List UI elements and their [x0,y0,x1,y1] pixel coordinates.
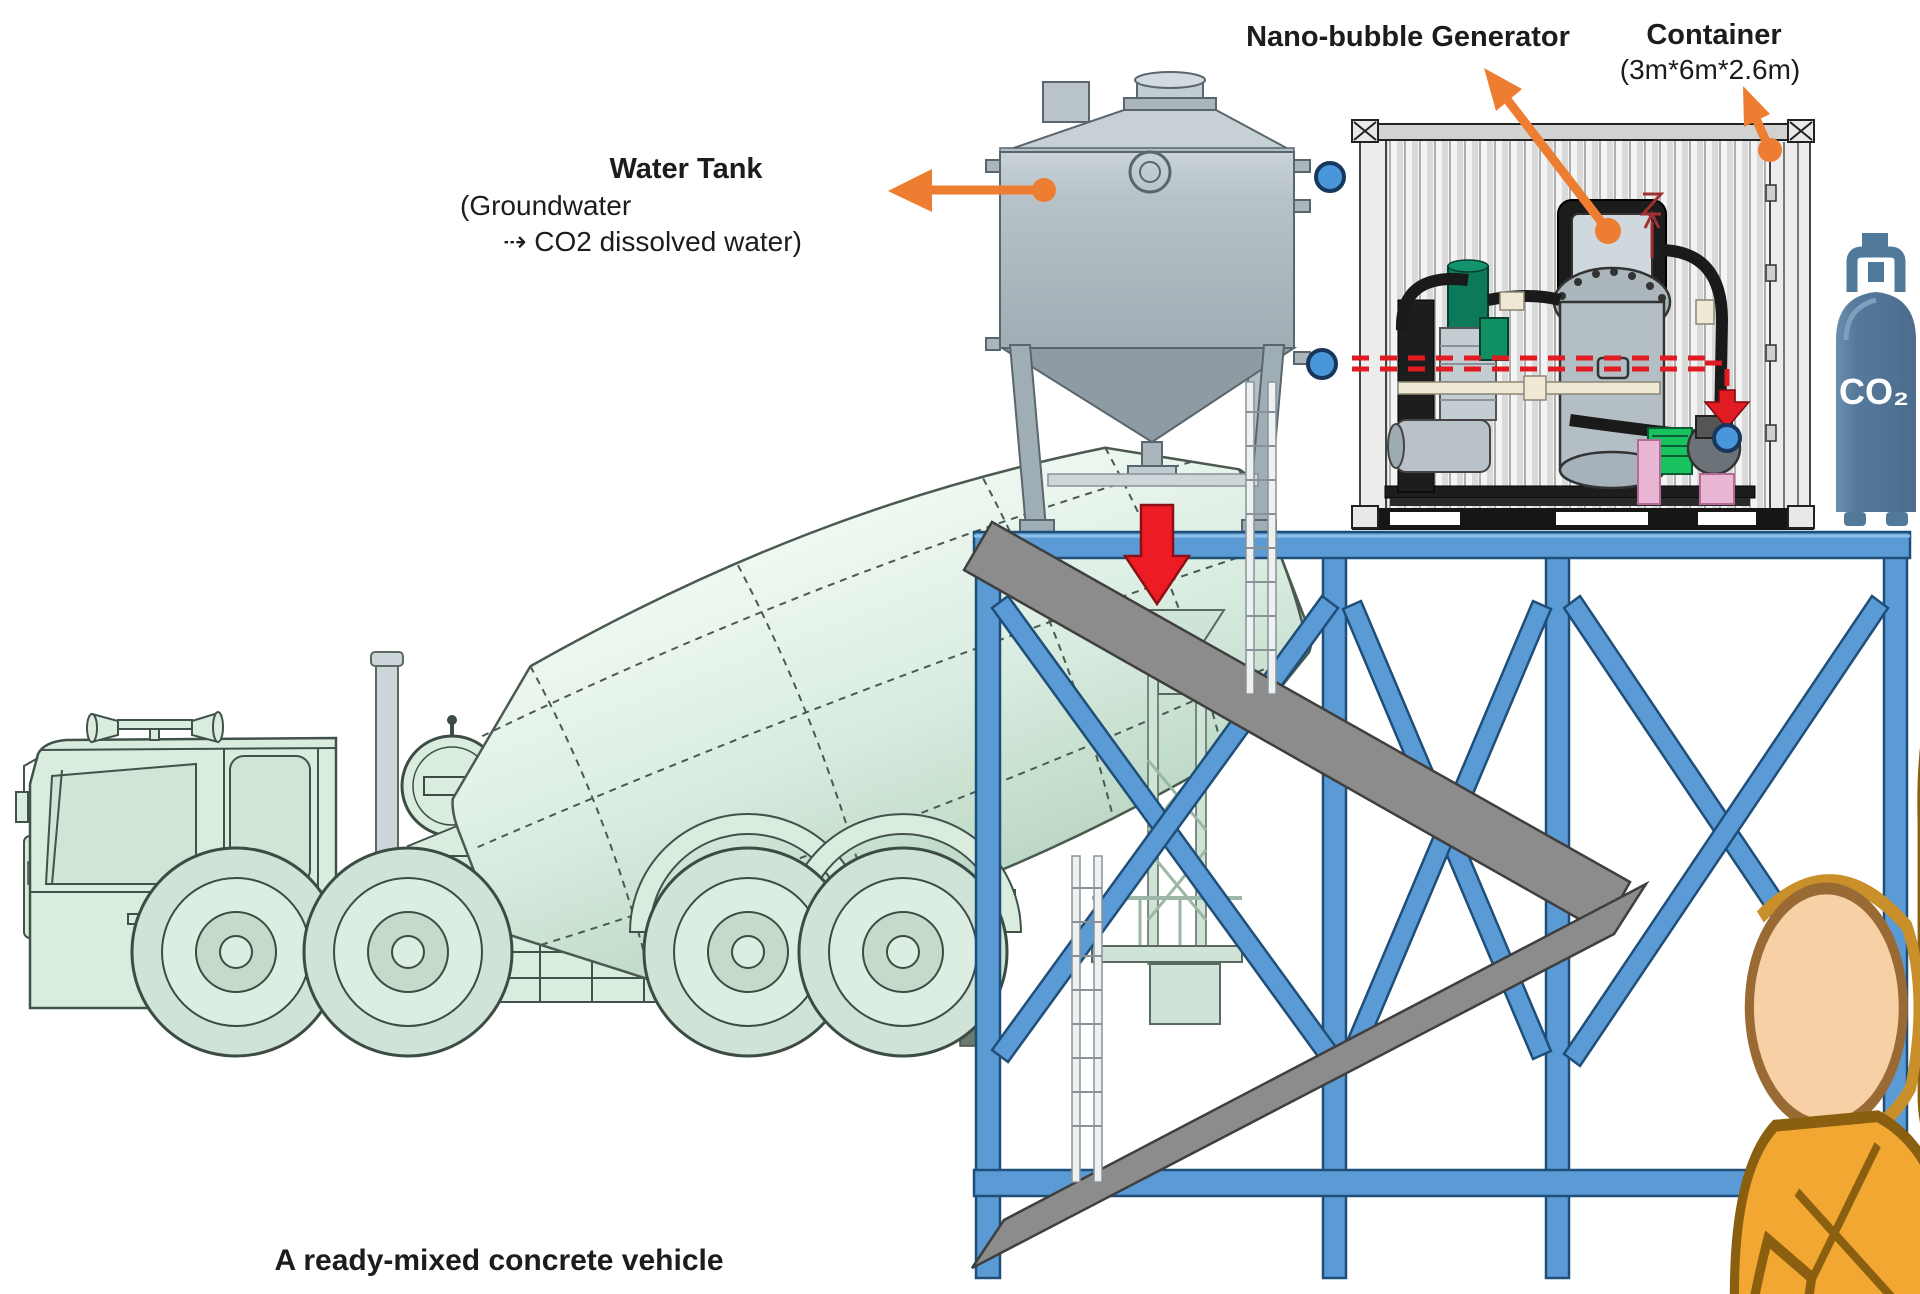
red-down-arrow-small [1703,389,1751,430]
container-label-dims: (3m*6m*2.6m) [1620,54,1800,85]
water-tank-label-line2: ⇢ CO2 dissolved water) [503,226,802,257]
brace-right-2 [1562,594,1890,1068]
pump-stack [1439,327,1497,421]
feed-pump [1395,419,1491,473]
red-down-arrow-big [1122,503,1192,607]
side-mirror [15,791,29,823]
port-circle-mid [1306,348,1338,380]
container-left-post [1359,139,1387,513]
co2-label: CO₂ [1839,371,1909,412]
port-circle-container [1712,423,1742,453]
container-arrow [1743,86,1782,162]
door-hinges [1765,184,1777,442]
nano-bubble-label: Nano-bubble Generator [1246,21,1570,53]
windshield [44,762,197,885]
dome-bolts [1558,268,1666,302]
red-dashed-line [1352,355,1730,390]
container-door [1769,139,1811,513]
tank-cone [998,347,1298,444]
labels: Water Tank (Groundwater ⇢ CO2 dissolved … [274,19,1800,1277]
ladder-tank [1245,381,1277,695]
vent-valve-mark [1639,192,1665,258]
discharge-chute [962,520,1650,1270]
roof-horn [86,711,224,744]
water-tank-arrow [888,169,1056,212]
water-tank-label-line1: (Groundwater [460,190,631,221]
corner-castings [1351,119,1815,143]
container-label-title: Container [1646,19,1781,51]
ladder-ground [1071,855,1103,1183]
pink-unit-2 [1699,473,1735,505]
rear-wheel-2 [797,846,1009,1058]
cylinder-body [1836,292,1916,512]
tank-side-ports [985,159,1311,365]
nano-bubble-arrow [1484,68,1621,244]
chute-lower-beam [970,880,1650,1270]
pedestal-step [1091,945,1243,963]
flow-lines [1122,161,1751,607]
front-wheel-2 [302,846,514,1058]
nano-bubble-skid [1384,192,1756,506]
vehicle-caption: A ready-mixed concrete vehicle [274,1244,723,1277]
water-tank-unit [985,71,1311,533]
bottom-corner-castings [1351,505,1815,529]
rear-wheel-1 [642,846,854,1058]
cylinder-foot [1886,512,1908,526]
pink-unit-1 [1637,439,1661,505]
water-tank-label-title: Water Tank [609,153,763,185]
tank-vent [1128,150,1172,194]
cylinder-foot [1844,512,1866,526]
container-unit [1351,119,1815,530]
pipe-couplers [1397,291,1715,401]
cylinder-highlight [1843,297,1877,341]
wheels [130,846,1009,1058]
cylinder-handle [1846,246,1906,292]
annotation-arrows [888,68,1782,244]
port-circle-top [1314,161,1346,193]
green-motor-2 [1479,317,1509,361]
tank-roof-box [1042,81,1090,123]
co2-cylinder: CO₂ [1836,233,1916,526]
forklift-pockets [1390,512,1756,525]
rear-fender-2 [783,813,1023,933]
